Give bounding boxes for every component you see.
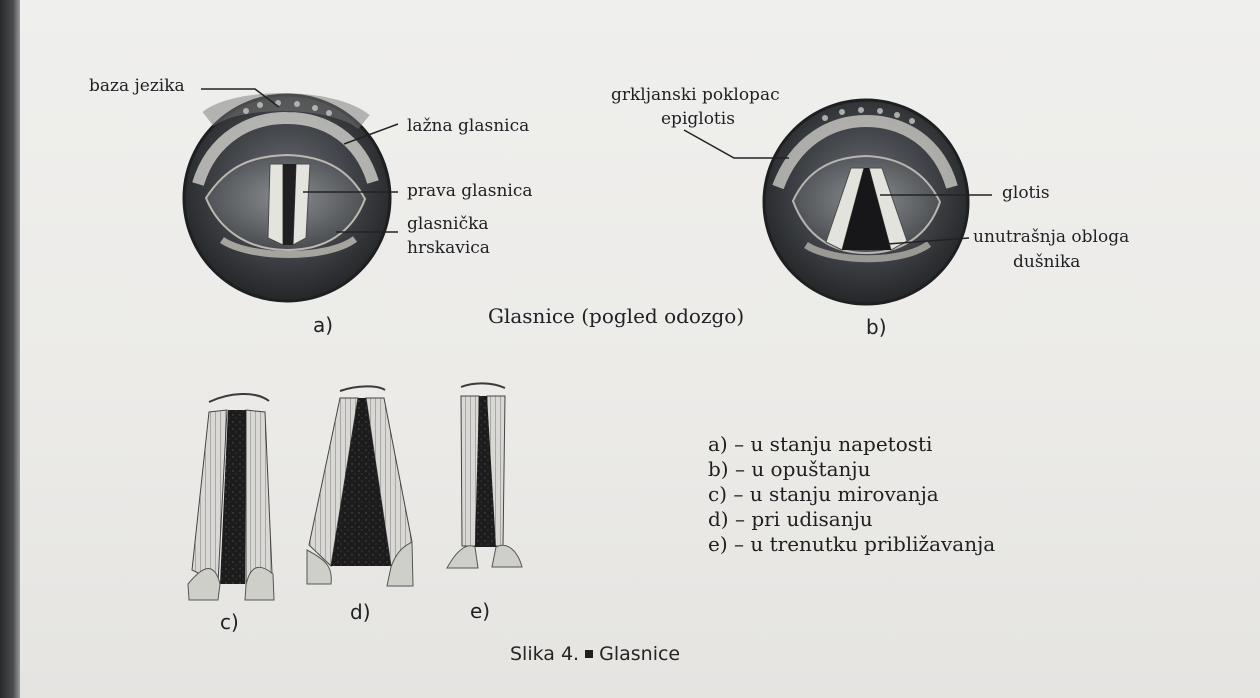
label-epiglottis-line-1: grkljanski poklopac — [611, 87, 780, 104]
label-vocal-cartilage-line-1: glasnička — [407, 216, 489, 233]
figure-number: Slika 4. — [510, 643, 579, 665]
vocal-folds-view-b — [764, 100, 968, 304]
label-glottis: glotis — [1002, 185, 1050, 202]
label-true-vocal-fold: prava glasnica — [407, 183, 533, 200]
top-figure-caption: Glasnice (pogled odozgo) — [488, 306, 744, 326]
label-trachea-lining-line-2: dušnika — [1013, 254, 1080, 271]
legend-item-a: a) – u stanju napetosti — [708, 432, 995, 457]
panel-label-a: a) — [313, 315, 333, 335]
label-vocal-cartilage-line-2: hrskavica — [407, 240, 490, 257]
caption-bullet-icon — [585, 650, 593, 658]
figure-title: Glasnice — [599, 643, 680, 665]
vocal-folds-view-a — [184, 95, 390, 301]
state-legend: a) – u stanju napetosti b) – u opuštanju… — [708, 432, 995, 557]
panel-label-d: d) — [350, 602, 371, 622]
legend-item-d: d) – pri udisanju — [708, 507, 995, 532]
label-tongue-base: baza jezika — [89, 78, 185, 95]
vocal-fold-section-e — [447, 383, 522, 568]
label-epiglottis-line-2: epiglotis — [661, 111, 735, 128]
vocal-fold-section-c — [188, 394, 274, 600]
legend-item-e: e) – u trenutku približavanja — [708, 532, 995, 557]
panel-label-b: b) — [866, 317, 887, 337]
bottom-figure-caption: Slika 4. Glasnice — [510, 643, 680, 665]
label-false-vocal-fold: lažna glasnica — [407, 118, 529, 135]
legend-item-c: c) – u stanju mirovanja — [708, 482, 995, 507]
vocal-fold-section-d — [307, 386, 413, 586]
legend-item-b: b) – u opuštanju — [708, 457, 995, 482]
panel-label-c: c) — [220, 612, 239, 632]
panel-label-e: e) — [470, 601, 490, 621]
label-trachea-lining-line-1: unutrašnja obloga — [973, 229, 1129, 246]
